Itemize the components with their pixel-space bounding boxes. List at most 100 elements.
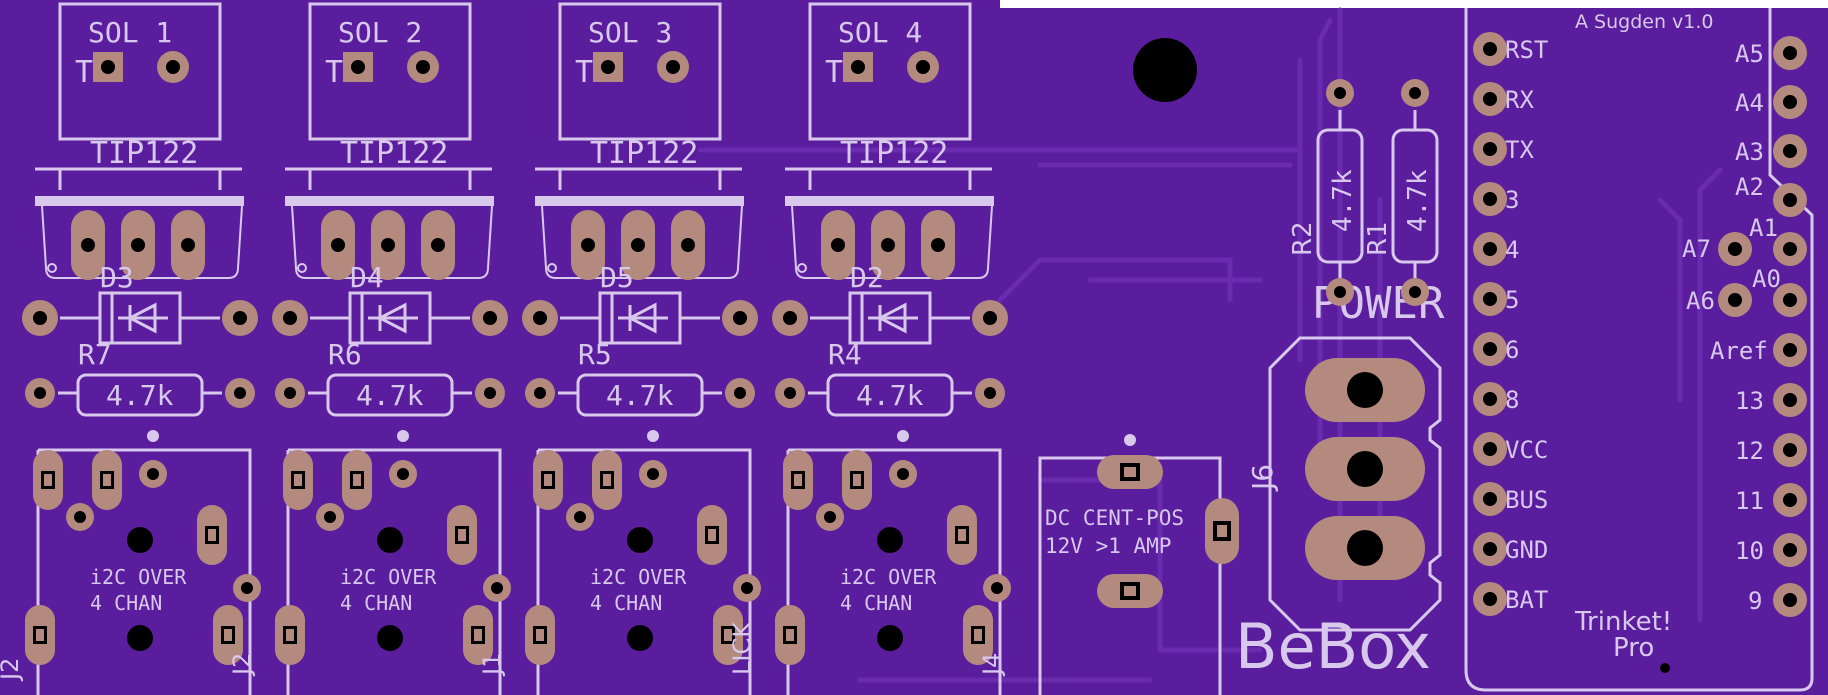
transistor-drill — [181, 238, 195, 252]
diode-symbol — [618, 302, 668, 334]
power-terminal-j6: J6 — [1246, 336, 1442, 632]
right-pin-label: 13 — [1735, 387, 1764, 415]
header-drill — [1783, 293, 1797, 307]
solenoid-outline — [558, 2, 722, 141]
header-drill — [1783, 144, 1797, 158]
jack-ref: LICK — [728, 621, 756, 675]
diode-ref: D3 — [100, 261, 134, 294]
solenoid-label: SOL 2 — [338, 16, 422, 49]
left-pin-label: TX — [1505, 136, 1534, 164]
terminal-marker: T — [825, 55, 843, 90]
i2c-label-line1: i2C OVER — [340, 565, 437, 589]
author-label: A Sugden v1.0 — [1575, 11, 1714, 33]
diode-body — [848, 291, 932, 345]
transistor-drill — [431, 238, 445, 252]
resistor-drill — [784, 387, 796, 399]
dc-jack: DC CENT-POS 12V >1 AMP — [1038, 434, 1239, 695]
transistor-drill — [381, 238, 395, 252]
i2c-label-line1: i2C OVER — [840, 565, 937, 589]
left-pin-label: 3 — [1505, 186, 1519, 214]
jack-slot-inner — [44, 474, 52, 486]
jack-mount-hole — [377, 527, 403, 553]
transistor-drill — [131, 238, 145, 252]
left-pin-label: VCC — [1505, 436, 1548, 464]
board-notch — [1000, 0, 1828, 8]
jack-marker — [897, 430, 909, 442]
transistor-label: TIP122 — [340, 136, 448, 171]
tab-legs — [558, 169, 722, 190]
right-pin-label: A3 — [1735, 138, 1764, 166]
jack-mount-hole — [877, 527, 903, 553]
jack-drill — [147, 468, 159, 480]
header-drill — [1783, 193, 1797, 207]
trinket-label-line1: Trinket! — [1574, 607, 1672, 637]
diode-drill — [733, 311, 747, 325]
jack-slot-inner — [708, 529, 716, 541]
resistor-value: 4.7k — [106, 379, 174, 412]
resistor-drill — [534, 387, 546, 399]
right-pin-label: A6 — [1686, 287, 1715, 315]
jack-ref: J4 — [978, 653, 1006, 677]
r2-value: 4.7k — [1328, 169, 1358, 232]
resistor-body — [826, 373, 954, 417]
right-pin-label: 10 — [1735, 537, 1764, 565]
resistor-ref: R5 — [578, 338, 612, 371]
diode-ref: D2 — [850, 261, 884, 294]
header-drill — [1483, 142, 1497, 156]
jack-drill — [741, 582, 753, 594]
r2-ref: R2 — [1288, 221, 1318, 256]
resistor-drill — [34, 387, 46, 399]
diode-body — [598, 291, 682, 345]
dc-label-line1: DC CENT-POS — [1045, 506, 1184, 530]
diode-symbol — [118, 302, 168, 334]
resistor-body — [576, 373, 704, 417]
jack-slot-inner — [474, 629, 482, 641]
header-drill — [1483, 592, 1497, 606]
right-pin-label: 11 — [1735, 487, 1764, 515]
resistor-ref: R7 — [78, 338, 112, 371]
r1-value: 4.7k — [1403, 169, 1433, 232]
solenoid-outline — [808, 2, 972, 141]
resistor-drill — [284, 387, 296, 399]
terminal-marker: T — [75, 55, 93, 90]
transistor-label: TIP122 — [90, 136, 198, 171]
transistor-drill — [631, 238, 645, 252]
right-pin-label: A4 — [1735, 89, 1764, 117]
resistor-r1: 4.7k R1 — [1363, 79, 1439, 306]
sol-drill — [851, 60, 865, 74]
transistor-drill — [831, 238, 845, 252]
jack-slot-inner — [208, 529, 216, 541]
pin1-marker — [297, 263, 307, 273]
jack-drill — [991, 582, 1003, 594]
right-pin-label: A1 — [1749, 214, 1778, 242]
jack-drill — [824, 511, 836, 523]
jack-ref: J2 — [228, 653, 256, 677]
header-drill — [1483, 492, 1497, 506]
resistor-ref: R6 — [328, 338, 362, 371]
pin1-marker — [47, 263, 57, 273]
header-drill — [1783, 393, 1797, 407]
solenoid-label: SOL 1 — [88, 16, 172, 49]
solenoid-label: SOL 3 — [588, 16, 672, 49]
header-drill — [1483, 42, 1497, 56]
i2c-label-line2: 4 CHAN — [590, 591, 662, 615]
jack-drill — [397, 468, 409, 480]
header-drill — [1728, 293, 1742, 307]
diode-symbol — [868, 302, 918, 334]
header-drill — [1783, 543, 1797, 557]
left-pin-label: GND — [1505, 536, 1548, 564]
i2c-label-line2: 4 CHAN — [340, 591, 412, 615]
solenoid-label: SOL 4 — [838, 16, 922, 49]
transistor-body-bar — [285, 196, 494, 206]
transistor-drill — [931, 238, 945, 252]
header-drill — [1783, 443, 1797, 457]
jack-drill — [574, 511, 586, 523]
right-pin-label: A0 — [1752, 265, 1781, 293]
header-drill — [1783, 242, 1797, 256]
header-drill — [1728, 242, 1742, 256]
diode-drill — [483, 311, 497, 325]
jack-slot-inner — [286, 629, 294, 641]
